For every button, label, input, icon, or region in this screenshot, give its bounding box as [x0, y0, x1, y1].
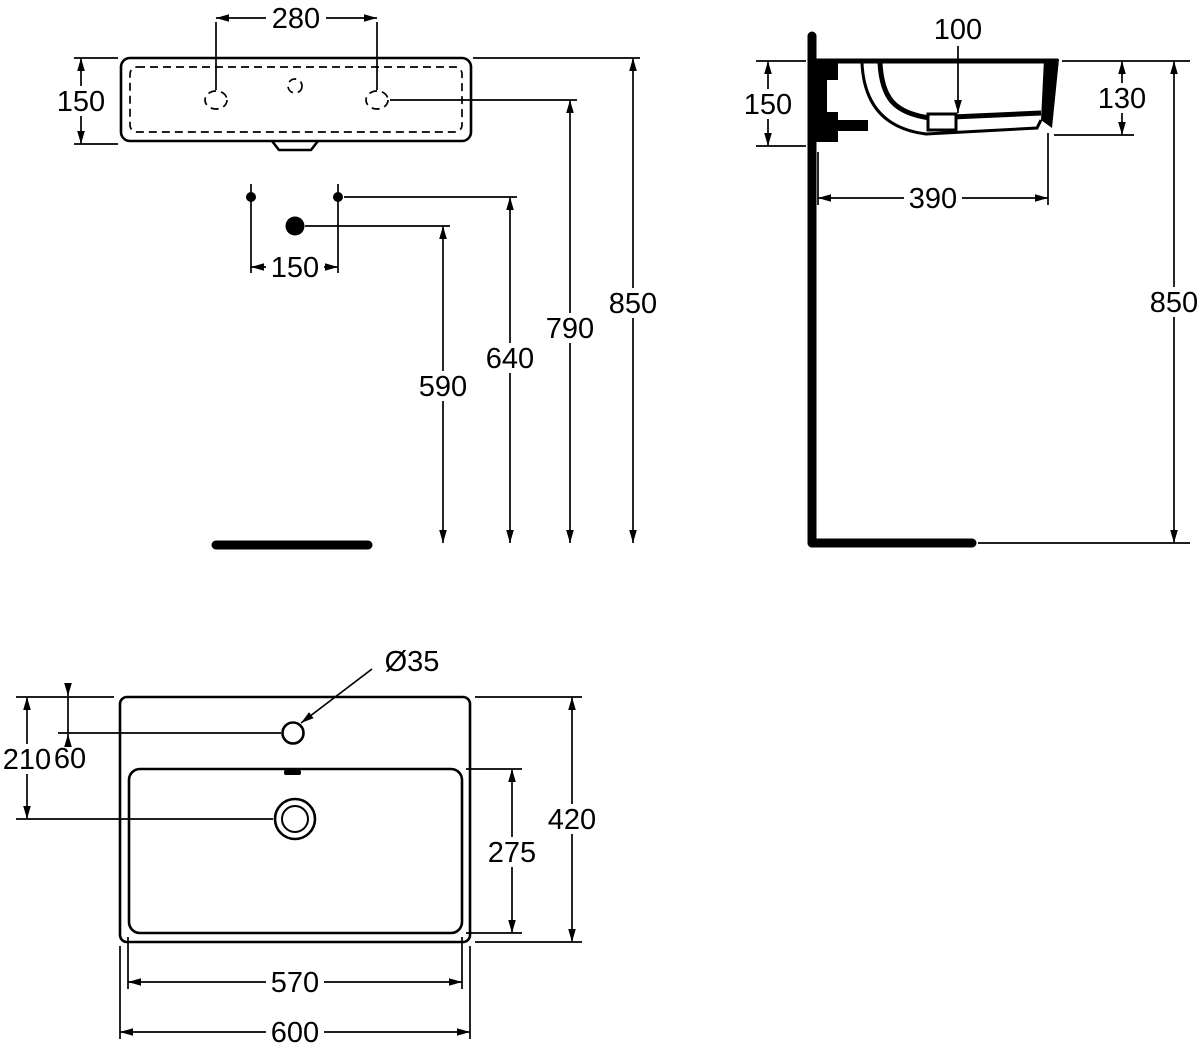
dim-bowl-depth-group: 275: [466, 768, 541, 934]
dim-fixing-hole-height-group: 640: [344, 196, 539, 543]
dim-tap-hole-offset-group: 60: [54, 683, 281, 775]
dim-rim-height-group: 850: [473, 57, 662, 543]
dim-rim-height-side: 850: [1150, 287, 1198, 319]
fixing-hole-right: [333, 192, 343, 202]
overflow-slot: [284, 770, 301, 775]
dim-tap-hole-offset: 60: [54, 743, 86, 775]
tap-hole-left-hidden: [204, 90, 228, 110]
dim-label-bg: [266, 1017, 324, 1047]
tap-hole-center-hidden: [287, 78, 303, 94]
dim-front-edge-height: 130: [1098, 83, 1146, 115]
dim-label-bg: [2, 744, 53, 774]
drain-inner-ring: [281, 805, 309, 833]
dim-overall-width: 600: [271, 1017, 319, 1049]
dim-basin-underside-height: 790: [546, 313, 594, 345]
dim-drain-center-offset-group: 210: [2, 696, 273, 820]
fixing-hole-left: [246, 192, 256, 202]
bowl-inner-surface: [877, 62, 1042, 121]
dim-fixing-hole-height: 640: [486, 343, 534, 375]
dim-basin-underside-height-group: 790: [390, 99, 599, 543]
dim-label-bg: [604, 288, 662, 318]
dim-rim-height-side-group: 850: [978, 60, 1200, 544]
dim-label-bg: [481, 343, 539, 373]
dim-label-bg: [904, 183, 962, 213]
dim-bowl-width-group: 570: [127, 937, 463, 999]
dim-label-bg: [266, 3, 326, 33]
dim-label-bg: [543, 804, 601, 834]
fixing-bolt: [830, 120, 868, 131]
dim-basin-height-side: 150: [744, 89, 792, 121]
dim-label-bg: [266, 252, 324, 282]
dim-basin-depth: 390: [909, 183, 957, 215]
dim-overall-depth: 420: [548, 804, 596, 836]
dim-basin-height-group: 150: [52, 57, 118, 145]
dim-overall-width-group: 600: [119, 946, 471, 1049]
dim-drain-height: 590: [419, 371, 467, 403]
dim-basin-height-side-group: 150: [739, 60, 806, 147]
drain-spout: [270, 140, 320, 152]
dim-label-bg: [52, 86, 110, 116]
dim-bowl-inner-depth: 100: [934, 14, 982, 46]
dim-basin-height: 150: [57, 86, 105, 118]
dim-label-bg: [1146, 287, 1200, 317]
dim-label-bg: [266, 967, 324, 997]
dim-fixing-hole-spacing-group: 150: [251, 252, 338, 284]
bowl-outer-shell: [860, 62, 1043, 136]
drain-outer-ring: [273, 797, 317, 841]
tap-hole: [281, 721, 305, 745]
tap-hole-right-hidden: [365, 90, 389, 110]
side-section-view: 100 150 130 390: [739, 14, 1200, 548]
dim-drain-height-group: 590: [305, 225, 472, 543]
bowl-plan-outline: [127, 767, 464, 935]
front-elevation-view: 280 150 150 590 640: [52, 3, 662, 550]
dim-overall-depth-group: 420: [475, 696, 601, 943]
dim-label-bg: [541, 313, 599, 343]
front-apron: [1041, 59, 1059, 128]
drain-outlet: [926, 112, 958, 132]
dim-label-bg: [739, 89, 797, 119]
dim-tap-hole-spacing-group: 280: [215, 3, 378, 90]
dim-front-edge-height-group: 130: [1054, 61, 1151, 136]
dim-tap-hole-diameter: Ø35: [385, 646, 440, 678]
dim-label-bg: [1093, 83, 1151, 113]
plan-view: Ø35 210 60 420: [2, 646, 601, 1049]
dim-bowl-width: 570: [271, 967, 319, 999]
dim-rim-height: 850: [609, 288, 657, 320]
drain-connection-point: [285, 216, 305, 236]
leader-line: [300, 668, 373, 724]
dim-tap-hole-diameter-group: Ø35: [300, 646, 440, 724]
dim-basin-depth-group: 390: [817, 133, 1049, 215]
dim-fixing-hole-spacing: 150: [271, 252, 319, 284]
dim-tap-hole-spacing: 280: [272, 3, 320, 35]
dim-label-bg: [483, 837, 541, 867]
dim-label-bg: [414, 371, 472, 401]
dim-drain-center-offset: 210: [3, 744, 51, 776]
dim-bowl-inner-depth-group: 100: [934, 14, 982, 113]
dim-bowl-depth: 275: [488, 837, 536, 869]
